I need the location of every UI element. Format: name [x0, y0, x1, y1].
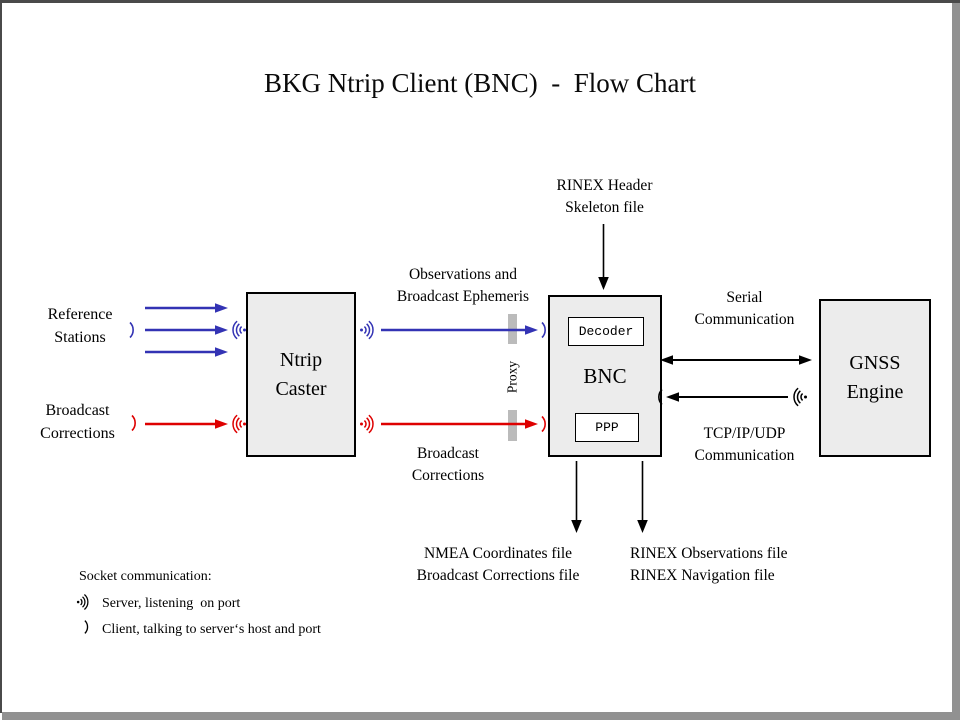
label-line: Broadcast Ephemeris [396, 288, 530, 305]
socket-server-icon [360, 414, 374, 434]
label-line: Broadcast [417, 445, 479, 462]
label-line: Caster [275, 377, 327, 400]
nmea-outputs-label: NMEA Coordinates file Broadcast Correcti… [397, 543, 599, 587]
socket-client-icon [541, 321, 546, 339]
label-line: RINEX Navigation file [630, 567, 775, 584]
socket-server-icon [793, 387, 807, 407]
legend-heading: Socket communication: [79, 569, 212, 584]
page-title: BKG Ntrip Client (BNC) - Flow Chart [264, 68, 696, 98]
reference-stream-arrow-2 [145, 325, 228, 335]
broadcast-corrections-input-label: Broadcast Corrections [15, 399, 140, 445]
tcp-communication-label: TCP/IP/UDP Communication [672, 423, 817, 467]
ppp-label: PPP [595, 420, 619, 435]
decoder-label: Decoder [578, 324, 634, 339]
proxy-label: Proxy [504, 360, 520, 394]
label-line: Ntrip [279, 348, 323, 371]
corrections-stream-arrow [381, 419, 538, 429]
corrections-input-arrow [145, 419, 228, 429]
frame-border-right [952, 3, 960, 720]
label-line: GNSS [849, 352, 901, 374]
label-line: Reference [47, 306, 113, 323]
reference-stream-arrow-3 [145, 347, 228, 357]
label-line: NMEA Coordinates file [423, 545, 573, 562]
label-line: Broadcast Corrections file [416, 567, 580, 584]
label-line: Corrections [411, 467, 485, 484]
socket-client-icon [131, 414, 136, 432]
label-line: Serial [726, 289, 763, 306]
socket-server-icon [232, 414, 246, 434]
serial-communication-label: Serial Communication [672, 287, 817, 331]
socket-client-icon [541, 415, 546, 433]
decoder-subnode: Decoder [568, 317, 644, 346]
label-line: Skeleton file [565, 199, 644, 216]
reference-stations-label: Reference Stations [25, 303, 135, 349]
ntrip-caster-node: Ntrip Caster [246, 292, 356, 457]
observations-arrow [381, 325, 538, 335]
socket-client-icon [129, 321, 134, 339]
socket-server-icon [76, 594, 89, 610]
label-line: Broadcast [45, 402, 110, 419]
node-label: GNSS Engine [847, 349, 904, 407]
broadcast-corrections-stream-label: Broadcast Corrections [388, 443, 508, 487]
frame-border-top [0, 0, 960, 3]
nmea-output-arrow [571, 461, 582, 533]
socket-client-icon [84, 620, 89, 634]
socket-server-icon [360, 320, 374, 340]
frame-border-left [0, 0, 2, 713]
legend-client-label: Client, talking to server‘s host and por… [102, 622, 321, 637]
node-label: Ntrip Caster [275, 346, 326, 404]
label-line: Corrections [40, 425, 115, 442]
legend-server-label: Server, listening on port [102, 596, 241, 611]
socket-client-icon [658, 388, 663, 406]
rinex-header-label: RINEX Header Skeleton file [522, 175, 687, 219]
frame-border-bottom [2, 712, 960, 720]
label-line: Stations [54, 329, 106, 346]
proxy-bar-bottom [508, 410, 517, 441]
label-line: Communication [694, 311, 795, 328]
bnc-label: BNC [583, 364, 627, 388]
ppp-subnode: PPP [575, 413, 639, 442]
gnss-engine-node: GNSS Engine [819, 299, 931, 457]
label-line: TCP/IP/UDP [703, 425, 786, 442]
bnc-node: Decoder BNC PPP [548, 295, 662, 457]
label-line: Engine [846, 381, 904, 403]
rinex-outputs-label: RINEX Observations file RINEX Navigation… [630, 543, 840, 587]
rinex-header-arrow [598, 224, 609, 290]
serial-communication-arrow [660, 355, 812, 365]
label-line: RINEX Observations file [630, 545, 788, 562]
observations-stream-label: Observations and Broadcast Ephemeris [378, 264, 548, 308]
tcp-communication-arrow [666, 392, 788, 402]
rinex-output-arrow [637, 461, 648, 533]
reference-stream-arrow-1 [145, 303, 228, 313]
socket-server-icon [232, 320, 246, 340]
label-line: RINEX Header [556, 177, 653, 194]
label-line: Communication [694, 447, 795, 464]
label-line: Observations and [408, 266, 518, 283]
